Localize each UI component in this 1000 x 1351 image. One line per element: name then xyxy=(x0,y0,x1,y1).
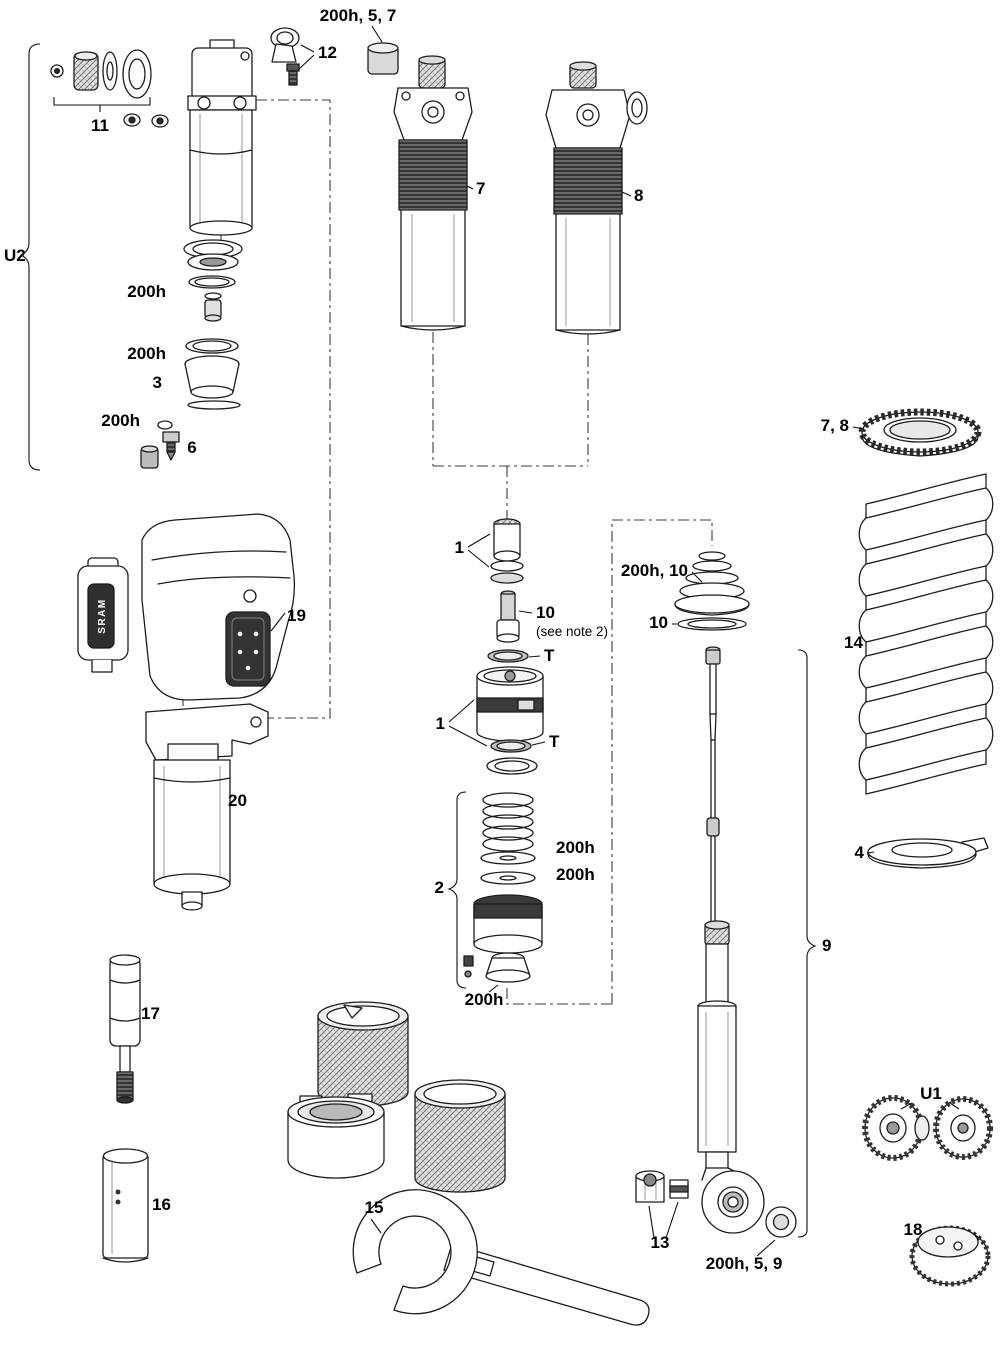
sleeve-b-drawing xyxy=(414,1079,506,1193)
spring-seat-4-drawing xyxy=(866,837,989,869)
callout-kit-200h-5-7: 200h, 5, 7 xyxy=(320,6,397,25)
damper-body-drawing xyxy=(187,39,257,236)
callout-200h-c: 200h xyxy=(101,411,140,430)
callout-u2: U2 xyxy=(4,246,26,265)
callout-13: 13 xyxy=(651,1233,670,1252)
callout-20: 20 xyxy=(228,791,247,810)
bumper-kit-drawing xyxy=(367,25,399,75)
callout-17: 17 xyxy=(141,1004,160,1023)
callout-7: 7 xyxy=(476,179,485,198)
callout-16: 16 xyxy=(152,1195,171,1214)
callout-1-lower: 1 xyxy=(436,714,445,733)
pump-20-drawing xyxy=(145,703,269,911)
shaft-17-drawing xyxy=(109,954,141,1104)
callout-note-2: (see note 2) xyxy=(536,624,608,639)
sleeve-a-drawing xyxy=(317,1001,409,1107)
callout-200h-a: 200h xyxy=(127,282,166,301)
u2-brace xyxy=(19,43,41,471)
shaft-10-drawing xyxy=(496,590,533,643)
callout-1-upper: 1 xyxy=(455,538,464,557)
spring-stack-2-drawing xyxy=(447,791,543,993)
callout-t-lower: T xyxy=(549,732,560,751)
callout-12: 12 xyxy=(318,43,337,62)
wrench-15-drawing xyxy=(352,1189,650,1326)
callout-labels: 200h, 5, 7 12 11 U2 200h 200h 3 200h 6 7… xyxy=(4,6,942,1273)
u2-internal-parts-drawing xyxy=(140,239,243,469)
callout-10-center: 10 xyxy=(536,603,555,622)
damper-shaft-9-drawing xyxy=(697,649,817,1257)
coil-spring-14-drawing xyxy=(858,473,994,795)
callout-15: 15 xyxy=(365,1198,384,1217)
wiper-cone-stack-drawing xyxy=(672,551,750,631)
mount-hardware-11-drawing xyxy=(50,49,169,128)
callout-10-right: 10 xyxy=(649,613,668,632)
nut-13-drawing xyxy=(635,1170,689,1239)
callout-200h-b: 200h xyxy=(127,344,166,363)
callout-11: 11 xyxy=(91,116,109,135)
callout-18: 18 xyxy=(904,1220,923,1239)
rebound-rod-drawing xyxy=(705,646,721,933)
callout-6: 6 xyxy=(187,438,196,457)
shock-body-7-drawing xyxy=(393,55,474,331)
tube-16-drawing xyxy=(102,1148,149,1263)
callout-200h-f: 200h xyxy=(465,990,504,1009)
callout-u1: U1 xyxy=(920,1084,942,1103)
callout-19: 19 xyxy=(287,606,306,625)
callout-8: 8 xyxy=(634,186,643,205)
callout-t-upper: T xyxy=(544,646,555,665)
shock-body-8-drawing xyxy=(545,61,648,335)
controller-19-drawing xyxy=(141,513,296,701)
u1-nuts-drawing xyxy=(862,1095,993,1161)
valve-fitting-1-upper-drawing xyxy=(467,518,524,584)
callout-200h-d: 200h xyxy=(556,838,595,857)
callout-200h-5-9: 200h, 5, 9 xyxy=(706,1254,783,1273)
callout-14: 14 xyxy=(844,633,863,652)
callout-3: 3 xyxy=(153,373,162,392)
callout-2: 2 xyxy=(435,878,444,897)
cap-18-drawing xyxy=(909,1225,991,1287)
callout-4: 4 xyxy=(855,843,865,862)
battery-drawing: SRAM xyxy=(77,557,129,673)
callout-9: 9 xyxy=(822,936,831,955)
collar-drawing xyxy=(287,1093,385,1179)
callout-7-8: 7, 8 xyxy=(821,416,849,435)
callout-200h-e: 200h xyxy=(556,865,595,884)
travel-spacer-upper-drawing xyxy=(487,649,541,663)
spring-collar-drawing xyxy=(852,408,982,457)
piston-can-1-drawing xyxy=(448,666,544,747)
clamp-12-drawing xyxy=(270,27,315,86)
callout-200h-10: 200h, 10 xyxy=(621,561,688,580)
battery-brand-text: SRAM xyxy=(97,598,108,633)
travel-spacer-lower-drawing xyxy=(486,739,546,775)
